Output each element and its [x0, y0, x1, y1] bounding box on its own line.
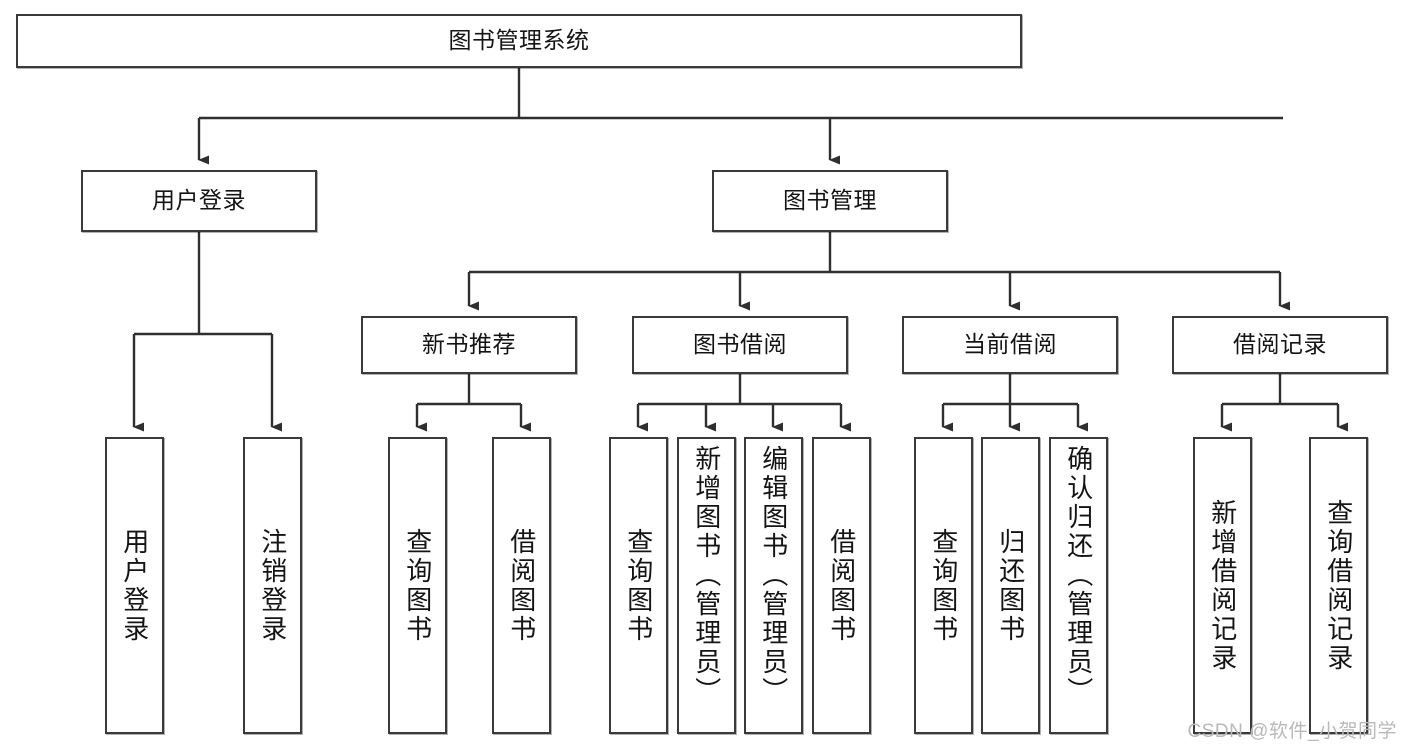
node-label: 用户登录: [152, 187, 246, 214]
watermark-text: CSDN @软件_小贺同学: [1187, 721, 1397, 742]
node-label: 当前借阅: [963, 331, 1057, 358]
leaf-record-add-record[interactable]: 新增借阅记录: [1193, 437, 1252, 734]
node-label: 查询图书: [623, 527, 654, 644]
node-label: 新增借阅记录: [1207, 498, 1238, 673]
leaf-current-return-book[interactable]: 归还图书: [981, 437, 1040, 734]
leaf-borrow-borrow-book[interactable]: 借阅图书: [812, 437, 871, 734]
node-root-book-management-system[interactable]: 图书管理系统: [16, 14, 1022, 68]
node-label: 图书管理: [783, 187, 877, 214]
node-current-borrow[interactable]: 当前借阅: [902, 316, 1118, 374]
node-label: 编辑图书（管理员）: [758, 445, 789, 706]
node-label: 确认归还（管理员）: [1063, 445, 1094, 706]
node-label: 查询图书: [402, 527, 433, 644]
leaf-user-login-login[interactable]: 用户登录: [105, 437, 164, 734]
node-label: 查询图书: [928, 527, 959, 644]
node-label: 注销登录: [257, 527, 288, 644]
node-user-login[interactable]: 用户登录: [81, 170, 317, 232]
node-new-book-recommend[interactable]: 新书推荐: [361, 316, 577, 374]
node-borrow-record[interactable]: 借阅记录: [1172, 316, 1388, 374]
leaf-record-query-record[interactable]: 查询借阅记录: [1309, 437, 1368, 734]
node-label: 借阅记录: [1233, 331, 1327, 358]
node-label: 新增图书（管理员）: [691, 445, 722, 706]
leaf-borrow-query-book[interactable]: 查询图书: [609, 437, 668, 734]
leaf-recommend-borrow-book[interactable]: 借阅图书: [492, 437, 551, 734]
node-label: 用户登录: [119, 527, 150, 644]
node-label: 借阅图书: [826, 527, 857, 644]
node-label: 图书管理系统: [448, 27, 590, 54]
leaf-user-login-logout[interactable]: 注销登录: [243, 437, 302, 734]
leaf-borrow-edit-book-admin[interactable]: 编辑图书（管理员）: [744, 437, 803, 734]
node-label: 归还图书: [995, 527, 1026, 644]
leaf-borrow-add-book-admin[interactable]: 新增图书（管理员）: [677, 437, 736, 734]
node-label: 借阅图书: [506, 527, 537, 644]
node-label: 查询借阅记录: [1323, 498, 1354, 673]
node-label: 图书借阅: [693, 331, 787, 358]
node-book-management[interactable]: 图书管理: [712, 170, 948, 232]
leaf-current-query-book[interactable]: 查询图书: [914, 437, 973, 734]
node-book-borrow[interactable]: 图书借阅: [632, 316, 848, 374]
leaf-current-confirm-return-admin[interactable]: 确认归还（管理员）: [1049, 437, 1108, 734]
leaf-recommend-query-book[interactable]: 查询图书: [388, 437, 447, 734]
node-label: 新书推荐: [422, 331, 516, 358]
